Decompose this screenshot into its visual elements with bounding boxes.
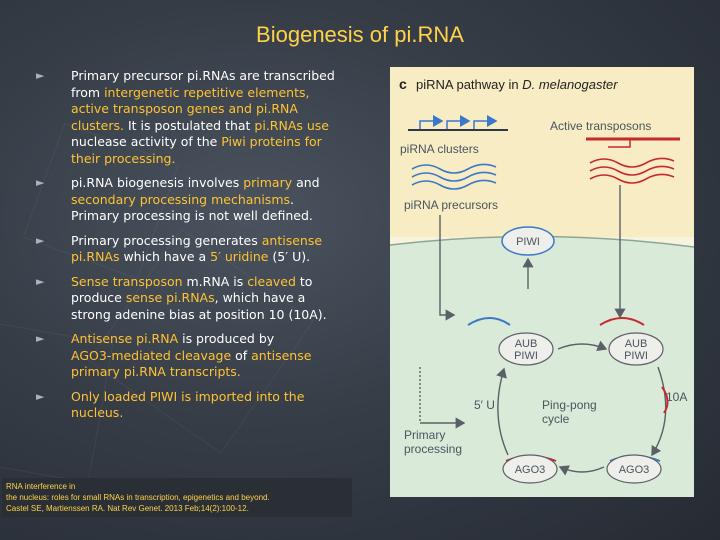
bullet-text: Piwi proteins for their processing. bbox=[71, 134, 322, 166]
bullet-arrow-icon: ► bbox=[36, 176, 45, 189]
bullet-arrow-icon: ► bbox=[36, 332, 45, 345]
ping-pong-arc-top bbox=[557, 340, 608, 351]
red-strand-right bbox=[661, 386, 669, 414]
bullet-text: . Primary processing is not well defined… bbox=[71, 191, 313, 224]
ping-pong-arc-left bbox=[496, 367, 509, 456]
label-pirna-precursors: piRNA precursors bbox=[404, 198, 498, 212]
aub-piwi-right bbox=[608, 332, 664, 366]
citation: RNA interference in the nucleus: roles f… bbox=[2, 478, 352, 517]
label-pirna-clusters: piRNA clusters bbox=[400, 142, 479, 156]
nucleus-region bbox=[390, 67, 694, 237]
label-5u: 5′ U bbox=[474, 398, 495, 412]
bullet-text: sense pi.RNAs bbox=[125, 290, 215, 305]
bullet-list: ► Primary precursor pi.RNAs are transcrib… bbox=[36, 68, 341, 430]
bullet-text: It is postulated that bbox=[124, 117, 255, 133]
label-aub-left: AUB bbox=[515, 338, 538, 350]
bullet-item: ► Only loaded PIWI is imported into the n… bbox=[36, 389, 341, 422]
label-piwi-right: PIWI bbox=[624, 350, 648, 362]
bullet-item: ► Primary precursor pi.RNAs are transcrib… bbox=[36, 68, 341, 167]
label-ago3-left: AGO3 bbox=[515, 464, 546, 476]
figure-heading: piRNA pathway in D. melanogaster bbox=[416, 77, 618, 92]
bullet-text: is produced by bbox=[178, 331, 275, 346]
bullet-arrow-icon: ► bbox=[36, 389, 45, 403]
bullet-text: which have a bbox=[119, 249, 211, 264]
bullet-text: , which have a strong adenine bias at po… bbox=[71, 290, 327, 322]
cytoplasm-region bbox=[390, 236, 694, 497]
bullet-arrow-icon: ► bbox=[36, 274, 45, 288]
label-piwi: PIWI bbox=[516, 236, 540, 248]
bullet-arrow-icon: ► bbox=[36, 69, 45, 82]
transposon-transcripts bbox=[589, 157, 675, 184]
citation-line: RNA interference in bbox=[6, 482, 76, 491]
bullet-text: intergenetic repetitive elements, active… bbox=[71, 84, 310, 133]
label-active-transposons: Active transposons bbox=[550, 119, 651, 133]
bullet-text: Only loaded PIWI is imported into the nu… bbox=[71, 388, 305, 421]
bullet-arrow-icon: ► bbox=[36, 233, 45, 247]
label-ping-pong-2: cycle bbox=[542, 412, 570, 426]
bullet-text: Primary processing generates bbox=[71, 232, 262, 248]
bullet-text: m.RNA is bbox=[182, 273, 248, 289]
citation-line: Castel SE, Martienssen RA. Nat Rev Genet… bbox=[6, 504, 249, 513]
blue-pirna-strand bbox=[467, 317, 511, 326]
bullet-text: AGO3‑mediated cleavage bbox=[71, 347, 232, 363]
slide-title: Biogenesis of pi.RNA bbox=[256, 22, 464, 47]
label-ping-pong-1: Ping-pong bbox=[542, 398, 597, 412]
precursor-transcripts bbox=[411, 163, 497, 190]
panel-letter: c bbox=[399, 76, 407, 92]
bullet-text: and bbox=[292, 175, 320, 190]
label-aub-right: AUB bbox=[625, 338, 648, 350]
ago3-left bbox=[502, 454, 558, 484]
bullet-text: cleaved bbox=[247, 273, 296, 289]
bullet-text: Primary precursor pi.RNAs are transcribe… bbox=[71, 68, 335, 100]
pirna-pathway-figure: c piRNA pathway in D. melanogaster piRNA… bbox=[390, 67, 694, 497]
red-pirna-strand bbox=[599, 317, 645, 326]
piwi-protein-nucleus bbox=[501, 226, 555, 256]
ping-pong-arc-right bbox=[651, 366, 667, 457]
label-primary-2: processing bbox=[404, 442, 462, 456]
bullet-text: Sense transposon bbox=[71, 273, 183, 289]
bullet-text: antisense primary pi.RNA transcripts. bbox=[71, 347, 312, 380]
bullet-text: (5′ U). bbox=[268, 249, 311, 264]
export-arrow bbox=[439, 215, 456, 321]
citation-line: the nucleus: roles for small RNAs in tra… bbox=[6, 493, 270, 502]
bullet-text: primary bbox=[243, 175, 293, 190]
label-primary-1: Primary bbox=[404, 428, 445, 442]
ping-pong-arc-bottom bbox=[558, 465, 605, 476]
bullet-text: nuclease activity of the bbox=[71, 134, 222, 149]
bullet-text: pi.RNA biogenesis involves bbox=[71, 175, 244, 190]
label-ago3-right: AGO3 bbox=[619, 464, 650, 476]
label-10a: 10A bbox=[666, 390, 687, 404]
bullet-text: pi.RNAs use bbox=[254, 117, 329, 133]
bullet-text: to produce bbox=[71, 273, 313, 306]
bullet-item: ►pi.RNA biogenesis involves primary and … bbox=[36, 175, 341, 225]
bullet-item: ► Sense transposon m.RNA is cleaved to pr… bbox=[36, 274, 341, 324]
transposon-arrow bbox=[608, 140, 631, 148]
bullet-item: ► Primary processing generates antisense … bbox=[36, 233, 341, 266]
bullet-text: antisense pi.RNAs bbox=[71, 232, 323, 265]
bullet-text: Antisense pi.RNA bbox=[71, 331, 179, 346]
bullet-text: of bbox=[231, 347, 252, 363]
label-piwi-left: PIWI bbox=[514, 350, 538, 362]
bullet-item: ► Antisense pi.RNA is produced by AGO3‑me… bbox=[36, 331, 341, 381]
ago3-right bbox=[606, 454, 662, 484]
bullet-text: secondary processing mechanisms bbox=[71, 191, 291, 207]
cluster-transcription-arrows bbox=[419, 115, 498, 129]
aub-piwi-left bbox=[498, 332, 554, 366]
bullet-text: 5′ uridine bbox=[210, 249, 269, 264]
